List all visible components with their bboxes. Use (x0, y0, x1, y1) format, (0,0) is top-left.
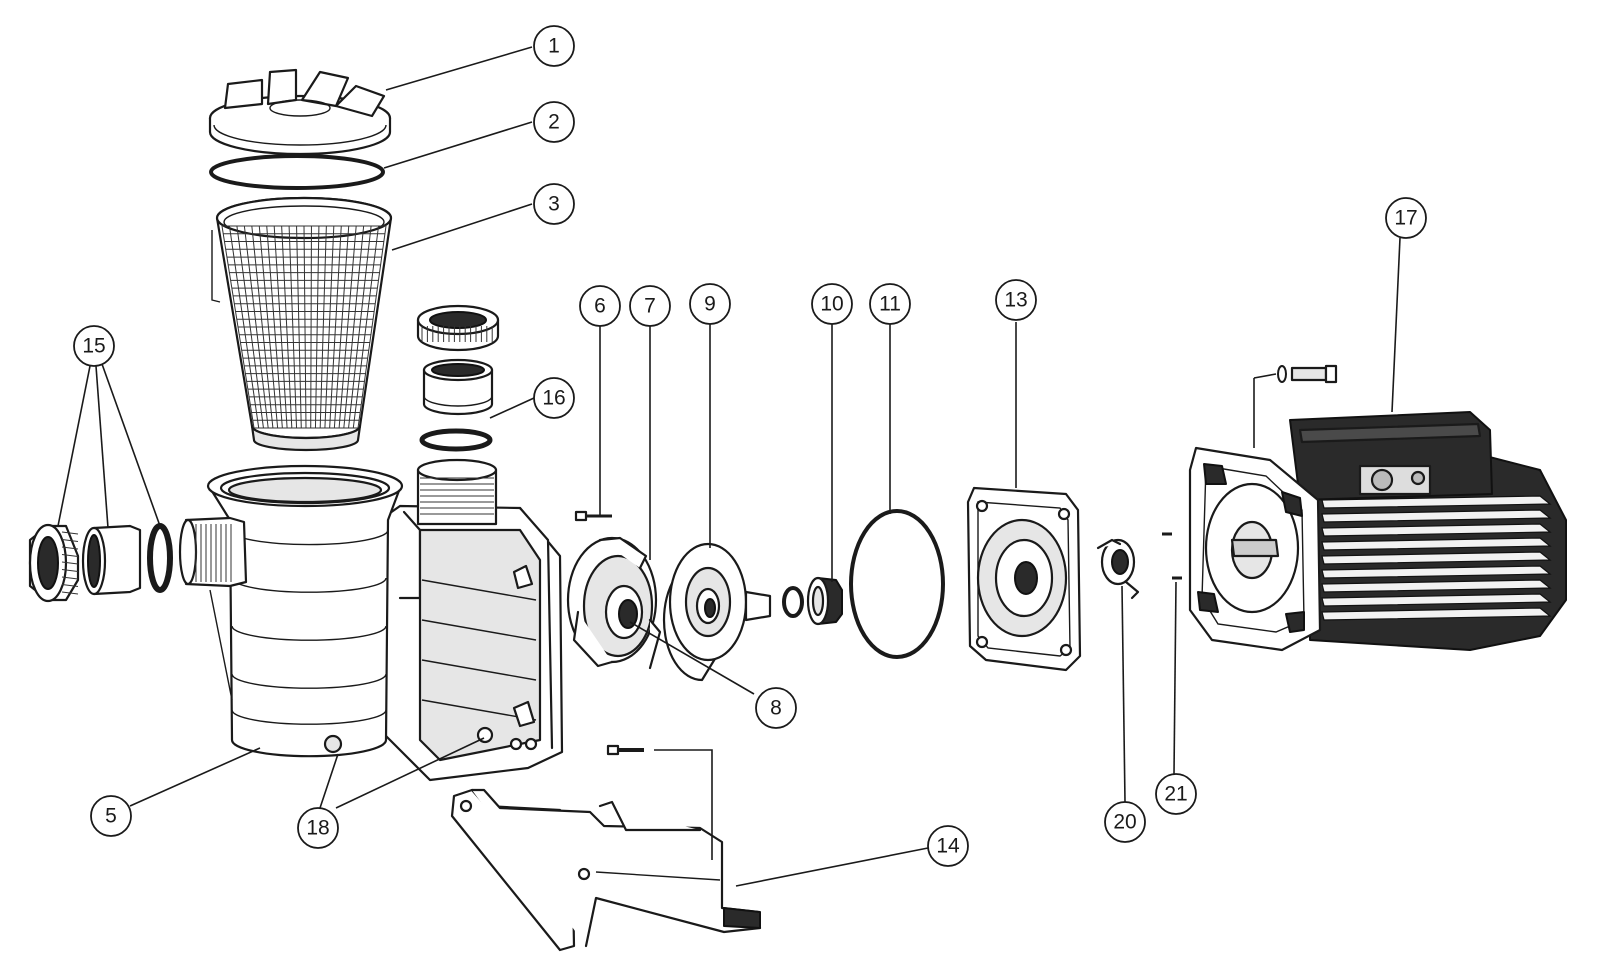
callout-6-label: 6 (594, 295, 606, 318)
callout-10: 10 (811, 283, 853, 325)
part-diffuser-screw (574, 510, 612, 522)
callout-3-label: 3 (548, 193, 560, 216)
part-pump-housing (178, 458, 564, 782)
callout-1-label: 1 (548, 35, 560, 58)
callout-13-label: 13 (1004, 289, 1027, 312)
part-seal-plate (966, 486, 1082, 672)
callout-15-label: 15 (82, 335, 105, 358)
callout-18: 18 (297, 807, 339, 849)
callout-13: 13 (995, 279, 1037, 321)
callout-2-label: 2 (548, 111, 560, 134)
callout-17: 17 (1385, 197, 1427, 239)
callout-20: 20 (1104, 801, 1146, 843)
part-inlet-union (28, 523, 173, 603)
callout-16-label: 16 (542, 387, 565, 410)
part-housing-o-ring (849, 509, 945, 659)
callout-14-label: 14 (936, 835, 960, 858)
leader-lines (57, 46, 1401, 887)
part-motor (1188, 364, 1567, 652)
callout-14: 14 (927, 825, 969, 867)
callout-6: 6 (579, 285, 621, 327)
part-discharge-union (416, 304, 500, 452)
callout-8-label: 8 (770, 697, 782, 720)
callout-9: 9 (689, 283, 731, 325)
callout-2: 2 (533, 101, 575, 143)
callout-5-label: 5 (105, 805, 117, 828)
callout-1: 1 (533, 25, 575, 67)
part-strainer-lid (208, 68, 392, 156)
callout-21: 21 (1155, 773, 1197, 815)
callout-15: 15 (73, 325, 115, 367)
callout-7: 7 (629, 285, 671, 327)
callout-8: 8 (755, 687, 797, 729)
part-diffuser (566, 536, 662, 670)
callout-21-label: 21 (1164, 783, 1187, 806)
callout-9-label: 9 (704, 293, 716, 316)
part-retaining-clip (1096, 538, 1140, 600)
callout-17-label: 17 (1394, 207, 1417, 230)
callout-11-label: 11 (879, 293, 901, 316)
callout-20-label: 20 (1113, 811, 1136, 834)
callout-16: 16 (533, 377, 575, 419)
callout-10-label: 10 (820, 293, 843, 316)
part-mechanical-seal (782, 576, 843, 626)
part-pump-base (450, 744, 762, 952)
callout-5: 5 (90, 795, 132, 837)
callout-11: 11 (869, 283, 911, 325)
callout-18-label: 18 (306, 817, 329, 840)
part-small-screws (1162, 532, 1182, 580)
callout-7-label: 7 (644, 295, 656, 318)
part-strainer-basket (211, 196, 393, 452)
part-lid-o-ring (209, 154, 385, 190)
callout-3: 3 (533, 183, 575, 225)
part-impeller (662, 542, 772, 682)
